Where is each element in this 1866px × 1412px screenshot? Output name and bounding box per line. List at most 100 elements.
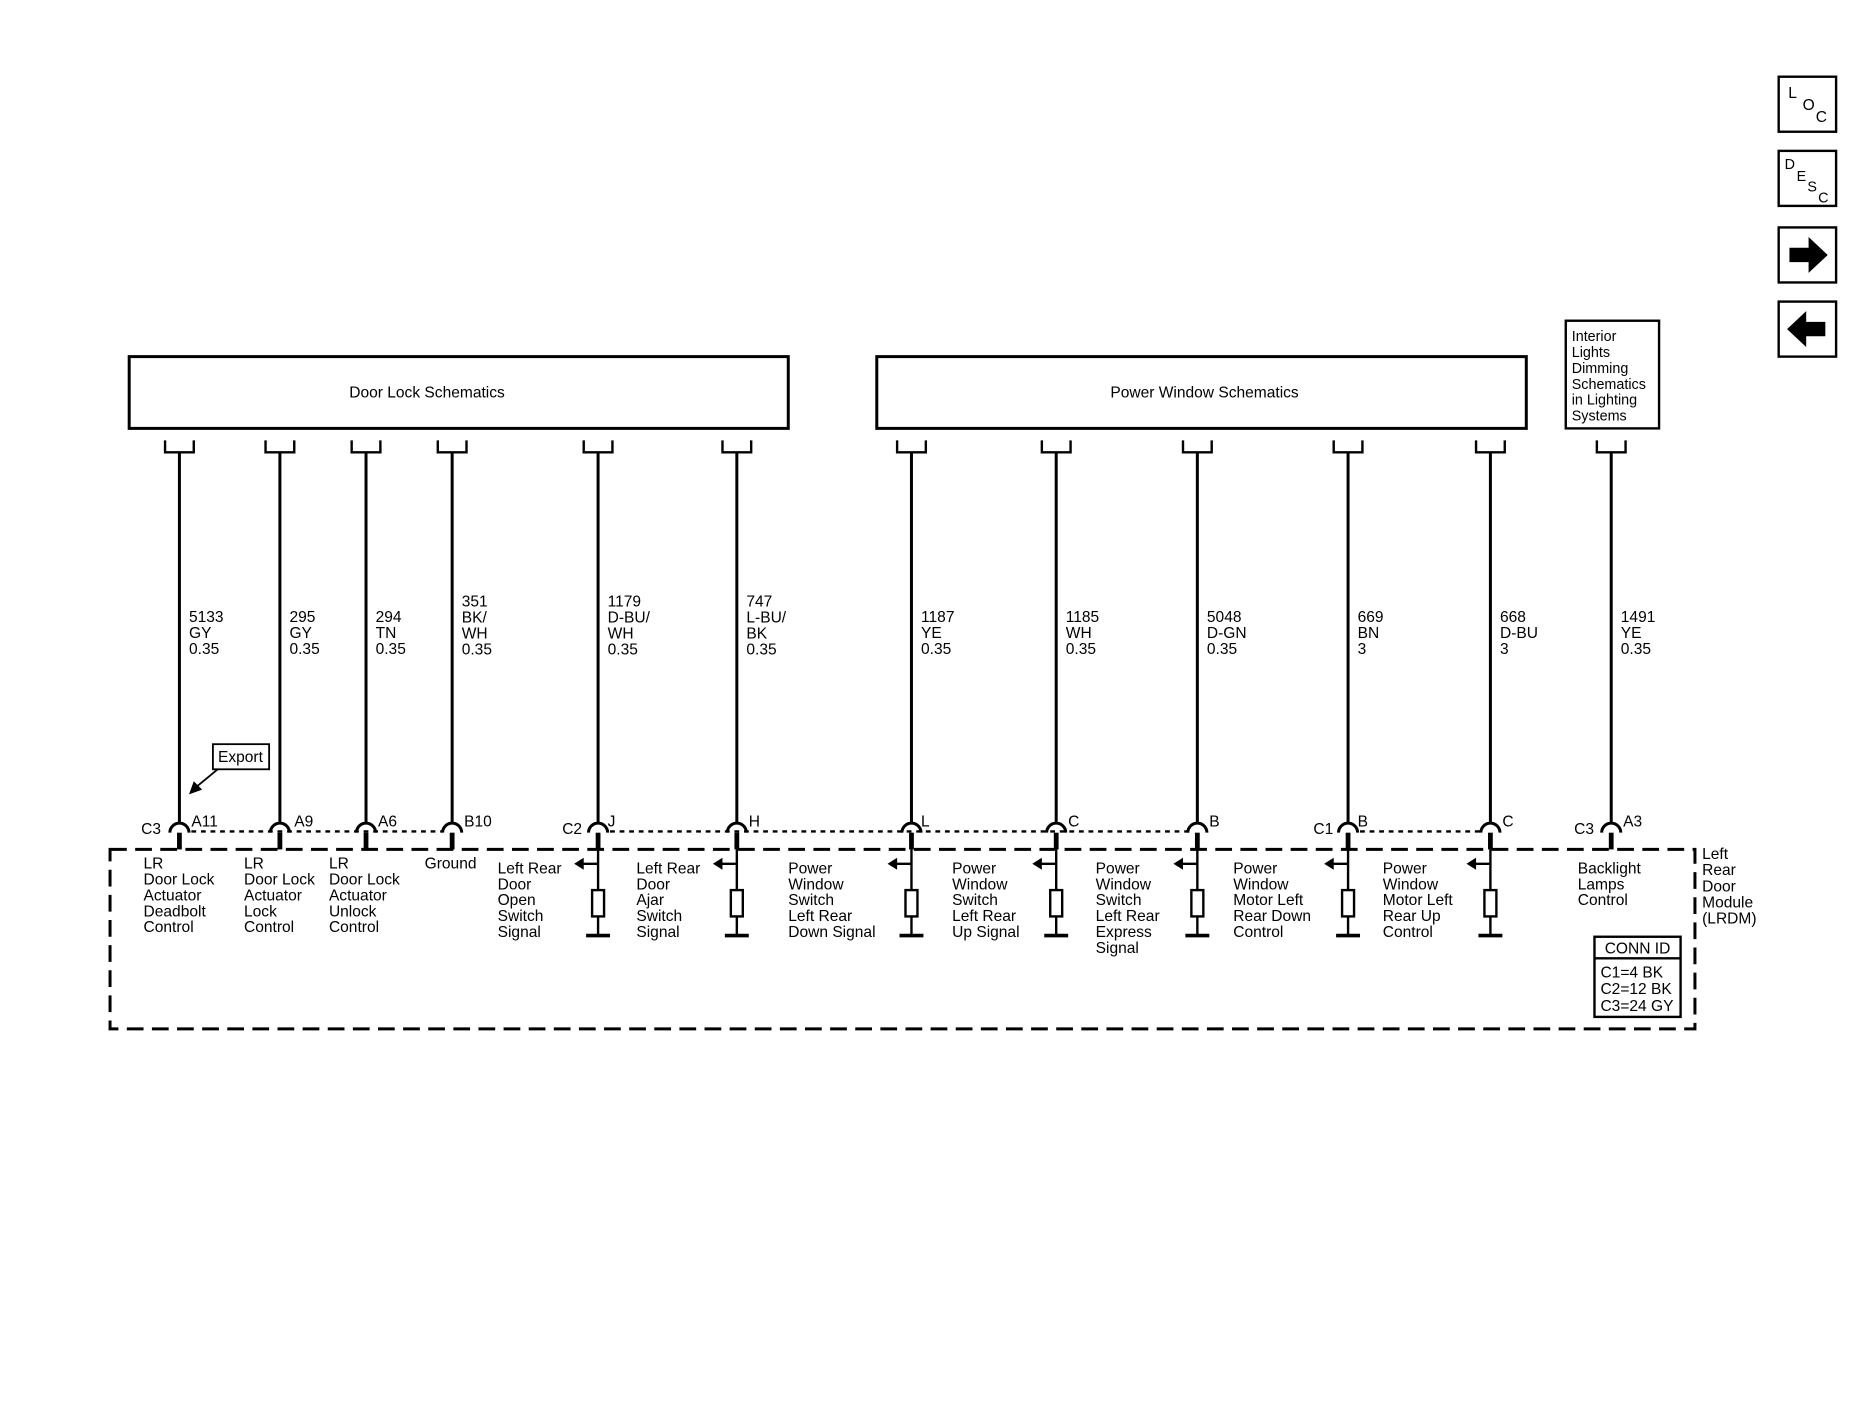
function-label: Lamps (1578, 876, 1625, 893)
function-label: Left Rear (952, 908, 1016, 925)
circuit-label: WH (1066, 625, 1092, 642)
function-label: Open (498, 892, 536, 909)
interior-lights-label: in Lighting (1572, 393, 1637, 409)
function-label: Door Lock (144, 871, 215, 888)
circuit-label: 0.35 (746, 641, 776, 658)
circuit-label: 0.35 (462, 641, 492, 658)
pin-label: L (921, 814, 930, 831)
pin-label: J (608, 814, 616, 831)
circuit-label: D-BU/ (608, 610, 651, 627)
signal-arrow-icon (1032, 857, 1042, 870)
circuit-label: 1185 (1066, 609, 1099, 626)
function-label: Actuator (244, 887, 302, 904)
upper-connector-terminal (163, 440, 195, 454)
resistor-icon (1483, 888, 1498, 918)
export-label: Export (218, 749, 264, 766)
signal-arrow-icon (887, 857, 898, 870)
desc-letter-e: E (1797, 169, 1807, 185)
pulldown-resistor-circuit (1324, 849, 1361, 938)
function-label: Ground (425, 856, 477, 873)
lrdm-module-outline (108, 847, 1697, 1031)
function-label: Window (788, 876, 844, 893)
upper-connector-terminal (264, 440, 296, 454)
function-label: Switch (788, 892, 834, 909)
power-window-schematics-block[interactable]: Power Window Schematics (875, 355, 1528, 430)
conn-id-row: C1=4 BK (1600, 964, 1663, 981)
loc-letter-l: L (1788, 85, 1797, 102)
function-label: Deadbolt (144, 903, 207, 920)
upper-connector-terminal (436, 440, 468, 454)
pin-label: A3 (1623, 814, 1642, 831)
circuit-label: 0.35 (1207, 641, 1237, 658)
connector-terminal (725, 821, 748, 833)
circuit-label: YE (921, 625, 942, 642)
pin-label: A11 (191, 814, 218, 831)
door-lock-schematics-label: Door Lock Schematics (349, 384, 505, 401)
upper-connector-terminal (582, 440, 614, 454)
circuit-label: 3 (1500, 641, 1509, 658)
function-label: Left Rear (788, 908, 852, 925)
module-name-line: Rear (1702, 862, 1736, 879)
interior-lights-label: Lights (1572, 345, 1610, 361)
connector-terminal (168, 821, 191, 833)
function-label: Control (1233, 924, 1283, 941)
circuit-label: YE (1621, 625, 1642, 642)
desc-button[interactable]: D E S C (1777, 149, 1838, 208)
circuit-label: 1187 (921, 609, 954, 626)
function-label: LR (244, 856, 264, 873)
module-name-line: (LRDM) (1702, 911, 1756, 928)
pin-label: A6 (378, 814, 397, 831)
circuit-label: 0.35 (289, 641, 319, 658)
power-window-schematics-label: Power Window Schematics (1110, 384, 1299, 401)
function-label: Door Lock (329, 871, 400, 888)
circuit-label: 5133 (189, 609, 224, 626)
interior-lights-label: Interior (1572, 329, 1617, 345)
circuit-label: 668 (1500, 609, 1526, 626)
circuit-label: 295 (289, 609, 315, 626)
circuit-label: GY (289, 625, 312, 642)
function-label: Backlight (1578, 860, 1642, 877)
function-label: LR (329, 856, 349, 873)
connector-id-label: C3 (141, 821, 161, 838)
function-label: Control (1578, 892, 1628, 909)
function-label: Switch (1096, 892, 1142, 909)
loc-letter-o: O (1803, 97, 1815, 114)
function-label: Switch (498, 908, 544, 925)
upper-connector-terminal (895, 440, 928, 454)
circuit-label: WH (608, 625, 634, 642)
circuit-label: 0.35 (1066, 641, 1096, 658)
signal-arrow-icon (1324, 857, 1334, 870)
interior-lights-label: Schematics (1572, 377, 1646, 393)
circuit-label: GY (189, 625, 212, 642)
pin-label: C (1502, 814, 1513, 831)
function-label: Unlock (329, 903, 377, 920)
function-label: Actuator (144, 887, 202, 904)
module-name-line: Module (1702, 894, 1753, 911)
connector-terminal (1479, 821, 1502, 833)
signal-arrow-icon (1466, 857, 1477, 870)
conn-id-row: C3=24 GY (1600, 998, 1674, 1015)
function-label: Lock (244, 903, 277, 920)
export-callout[interactable]: Export (188, 743, 271, 795)
circuit-label: TN (376, 625, 397, 642)
circuit-label: 1179 (608, 594, 641, 611)
circuit-label: D-BU (1500, 625, 1538, 642)
function-label: Signal (1096, 940, 1139, 957)
pin-label: A9 (294, 814, 313, 831)
function-label: Actuator (329, 887, 387, 904)
loc-button[interactable]: L O C (1777, 75, 1838, 133)
door-lock-schematics-block[interactable]: Door Lock Schematics (127, 355, 790, 430)
function-label: Rear Up (1383, 908, 1441, 925)
back-button[interactable] (1777, 300, 1838, 358)
signal-arrow-icon (712, 857, 723, 870)
pin-label: B (1209, 814, 1219, 831)
forward-button[interactable] (1777, 226, 1838, 284)
connector-terminal (354, 821, 378, 833)
